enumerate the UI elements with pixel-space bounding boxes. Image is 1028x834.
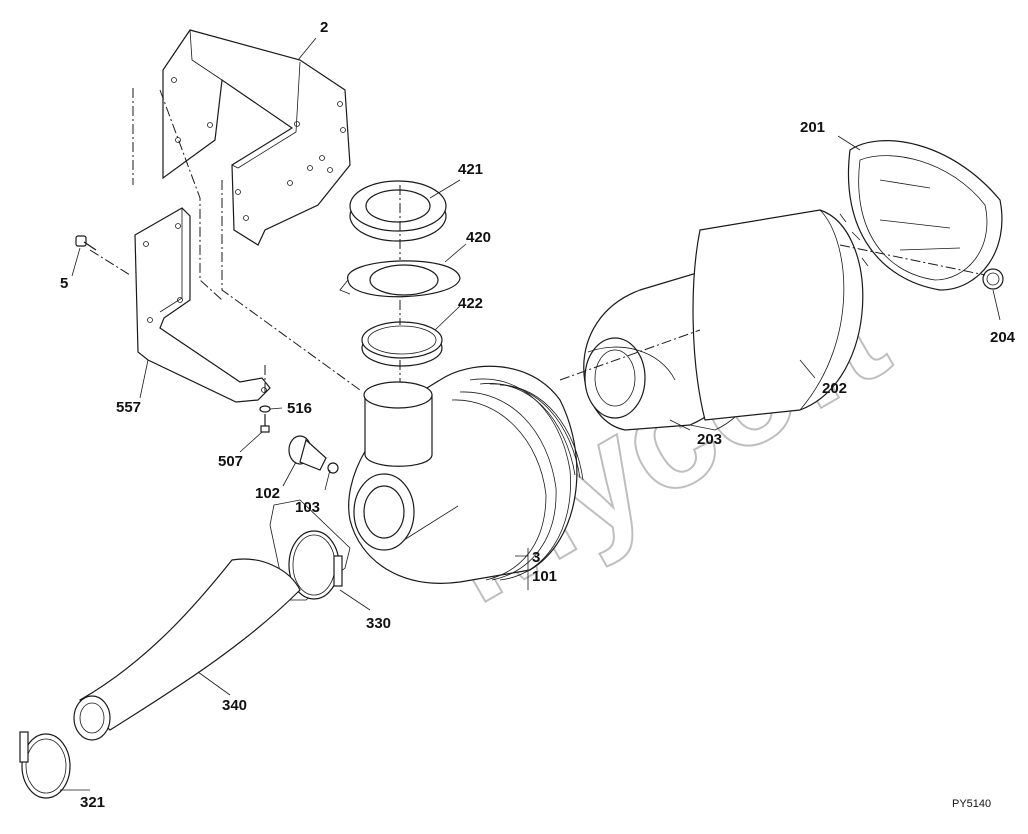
label-421: 421 bbox=[458, 161, 483, 178]
label-422: 422 bbox=[458, 295, 483, 312]
cover-201 bbox=[847, 140, 1003, 291]
lower-bracket bbox=[134, 207, 271, 403]
clamp-321 bbox=[19, 731, 71, 799]
label-202: 202 bbox=[822, 380, 847, 397]
label-103: 103 bbox=[295, 499, 320, 516]
label-321: 321 bbox=[80, 794, 105, 811]
ring-421 bbox=[349, 180, 447, 242]
label-3: 3 bbox=[532, 549, 540, 566]
label-102: 102 bbox=[255, 485, 280, 502]
hose-340 bbox=[73, 558, 301, 741]
label-204: 204 bbox=[990, 329, 1016, 346]
ring-422 bbox=[361, 321, 443, 367]
label-2: 2 bbox=[320, 19, 328, 36]
label-420: 420 bbox=[466, 229, 491, 246]
label-203: 203 bbox=[697, 431, 722, 448]
bolt-5 bbox=[75, 235, 97, 251]
label-201: 201 bbox=[800, 119, 825, 136]
valve-204 bbox=[982, 268, 1004, 290]
upper-bracket bbox=[162, 29, 351, 246]
figure-reference: PY5140 bbox=[952, 798, 991, 810]
label-340: 340 bbox=[222, 697, 247, 714]
clamp-330 bbox=[269, 499, 351, 601]
label-507: 507 bbox=[218, 453, 243, 470]
label-330: 330 bbox=[366, 615, 391, 632]
label-5: 5 bbox=[60, 275, 68, 292]
leader-lines bbox=[60, 37, 1001, 791]
label-516: 516 bbox=[287, 400, 312, 417]
air-cleaner-housing bbox=[348, 365, 584, 584]
restriction-indicator bbox=[288, 435, 339, 474]
filter-202 bbox=[692, 209, 869, 421]
label-557: 557 bbox=[116, 399, 141, 416]
washer-screw bbox=[259, 405, 271, 433]
ring-420 bbox=[339, 260, 461, 298]
label-101: 101 bbox=[532, 568, 557, 585]
